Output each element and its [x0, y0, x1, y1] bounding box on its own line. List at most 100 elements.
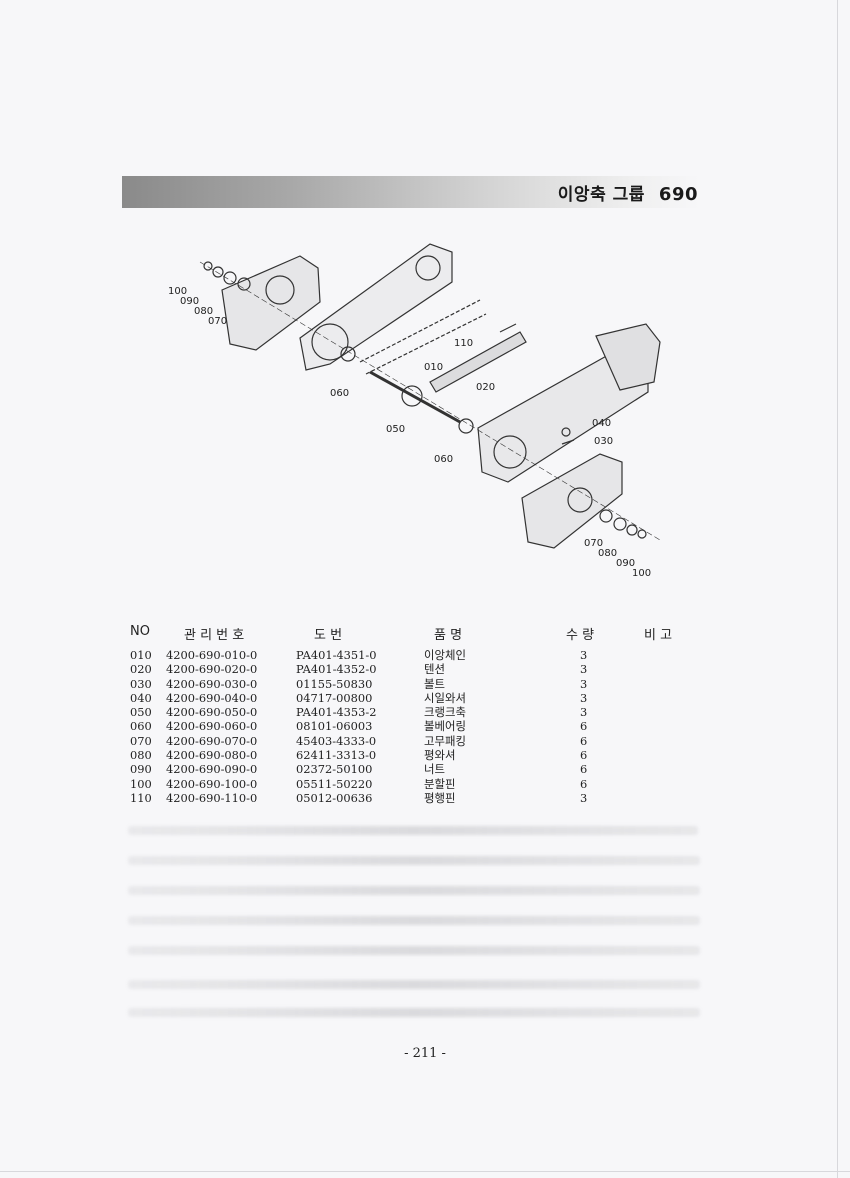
cell-drawing-no: 05012-00636	[296, 790, 373, 805]
tension-020	[429, 331, 527, 393]
cell-part-name: 고무패킹	[424, 733, 466, 748]
cell-drawing-no: 62411-3313-0	[296, 748, 377, 763]
cell-no: 050	[130, 705, 152, 720]
callout-090-b: 090	[616, 558, 635, 569]
cell-mgmt-no: 4200-690-080-0	[166, 748, 258, 763]
crankshaft-050	[369, 370, 461, 424]
callout-080-b: 080	[598, 548, 617, 559]
callout-030: 030	[594, 436, 613, 447]
cell-part-name: 볼트	[424, 676, 445, 691]
cell-mgmt-no: 4200-690-030-0	[166, 676, 258, 691]
cell-part-name: 시일와셔	[424, 690, 466, 705]
cell-part-name: 분할핀	[424, 776, 456, 791]
scan-bleed-line	[128, 980, 700, 989]
header-part-name: 품 명	[434, 628, 463, 643]
callout-100-a: 100	[168, 286, 187, 297]
cell-part-name: 너트	[424, 762, 445, 777]
cover-right-lower-bearing	[567, 487, 593, 513]
cell-drawing-no: PA401-4351-0	[296, 648, 377, 662]
cell-drawing-no: 04717-00800	[296, 690, 373, 705]
cell-part-name: 이앙체인	[424, 648, 466, 662]
cell-mgmt-no: 4200-690-010-0	[166, 648, 258, 662]
washer-080-b	[613, 517, 627, 531]
chain-010	[359, 299, 487, 375]
chain-case-1-upper-hole	[415, 255, 441, 281]
header-drawing-no: 도 번	[314, 628, 343, 643]
cover-left-upper-bearing	[265, 275, 295, 305]
cell-no: 020	[130, 662, 152, 677]
group-title-text: 이앙축 그룹	[557, 185, 645, 205]
chain-case-1-sprocket-hole	[311, 323, 349, 361]
chain-case-2-hole	[493, 435, 527, 469]
cell-no: 040	[130, 690, 152, 705]
exploded-parts-diagram: 100 090 080 070 060 010 110 020 050 060 …	[160, 232, 680, 592]
header-qty: 수 량	[566, 628, 595, 643]
cell-no: 100	[130, 776, 152, 791]
bolt-030	[561, 439, 575, 445]
parts-diagram-svg: 100 090 080 070 060 010 110 020 050 060 …	[168, 243, 661, 579]
callout-070-b: 070	[584, 538, 603, 549]
scan-bleed-line	[128, 946, 700, 955]
cell-mgmt-no: 4200-690-090-0	[166, 762, 258, 777]
cover-right-lower	[521, 453, 623, 549]
page-number: - 211 -	[404, 1046, 446, 1061]
cell-no: 090	[130, 762, 152, 777]
header-mgmt-no: 관 리 번 호	[184, 628, 245, 643]
pin-100-a	[203, 261, 213, 271]
cell-qty: 3	[580, 648, 588, 662]
cell-mgmt-no: 4200-690-020-0	[166, 662, 258, 677]
cell-part-name: 텐션	[424, 662, 445, 677]
cell-mgmt-no: 4200-690-100-0	[166, 776, 258, 791]
scan-bleed-line	[128, 826, 698, 835]
callout-060-b: 060	[434, 454, 453, 465]
cell-mgmt-no: 4200-690-050-0	[166, 705, 258, 720]
cell-mgmt-no: 4200-690-040-0	[166, 690, 258, 705]
cell-mgmt-no: 4200-690-110-0	[166, 790, 258, 805]
washer-080-a	[223, 271, 237, 285]
pin-100-b	[637, 529, 647, 539]
parts-table-header: NO 관 리 번 호 도 번 품 명 수 량 비 고	[128, 620, 700, 648]
cell-part-name: 평와셔	[424, 748, 456, 763]
cell-part-name: 볼베어링	[424, 719, 466, 734]
nut-090-a	[212, 266, 224, 278]
cell-qty: 6	[580, 748, 588, 763]
cell-qty: 3	[580, 790, 588, 805]
group-number: 690	[658, 184, 698, 205]
callout-080-a: 080	[194, 306, 213, 317]
scan-bleed-line	[128, 916, 700, 925]
cell-qty: 3	[580, 705, 588, 720]
cell-no: 030	[130, 676, 152, 691]
cell-part-name: 크랭크축	[424, 705, 466, 720]
scan-bleed-line	[128, 886, 700, 895]
group-title: 이앙축 그룹 690	[558, 180, 698, 205]
cell-qty: 6	[580, 762, 588, 777]
page-edge-right	[837, 0, 838, 1178]
header-no: NO	[130, 624, 150, 639]
cell-drawing-no: 02372-50100	[296, 762, 373, 777]
cell-qty: 3	[580, 690, 588, 705]
chain-case-1	[299, 243, 453, 371]
header-remark: 비 고	[644, 628, 673, 643]
packing-070-b	[599, 509, 613, 523]
page-edge-bottom	[0, 1171, 850, 1172]
callout-050: 050	[386, 424, 405, 435]
cell-part-name: 평행핀	[424, 790, 456, 805]
group-banner: 이앙축 그룹 690	[122, 176, 700, 208]
cell-no: 060	[130, 719, 152, 734]
cell-drawing-no: PA401-4352-0	[296, 662, 377, 677]
scan-bleed-line	[128, 856, 700, 865]
callout-020: 020	[476, 382, 495, 393]
packing-070-a	[237, 277, 251, 291]
cell-drawing-no: 05511-50220	[296, 776, 373, 791]
nut-090-b	[626, 524, 638, 536]
callout-040: 040	[592, 418, 611, 429]
callout-060-a: 060	[330, 388, 349, 399]
cell-drawing-no: 45403-4333-0	[296, 733, 377, 748]
